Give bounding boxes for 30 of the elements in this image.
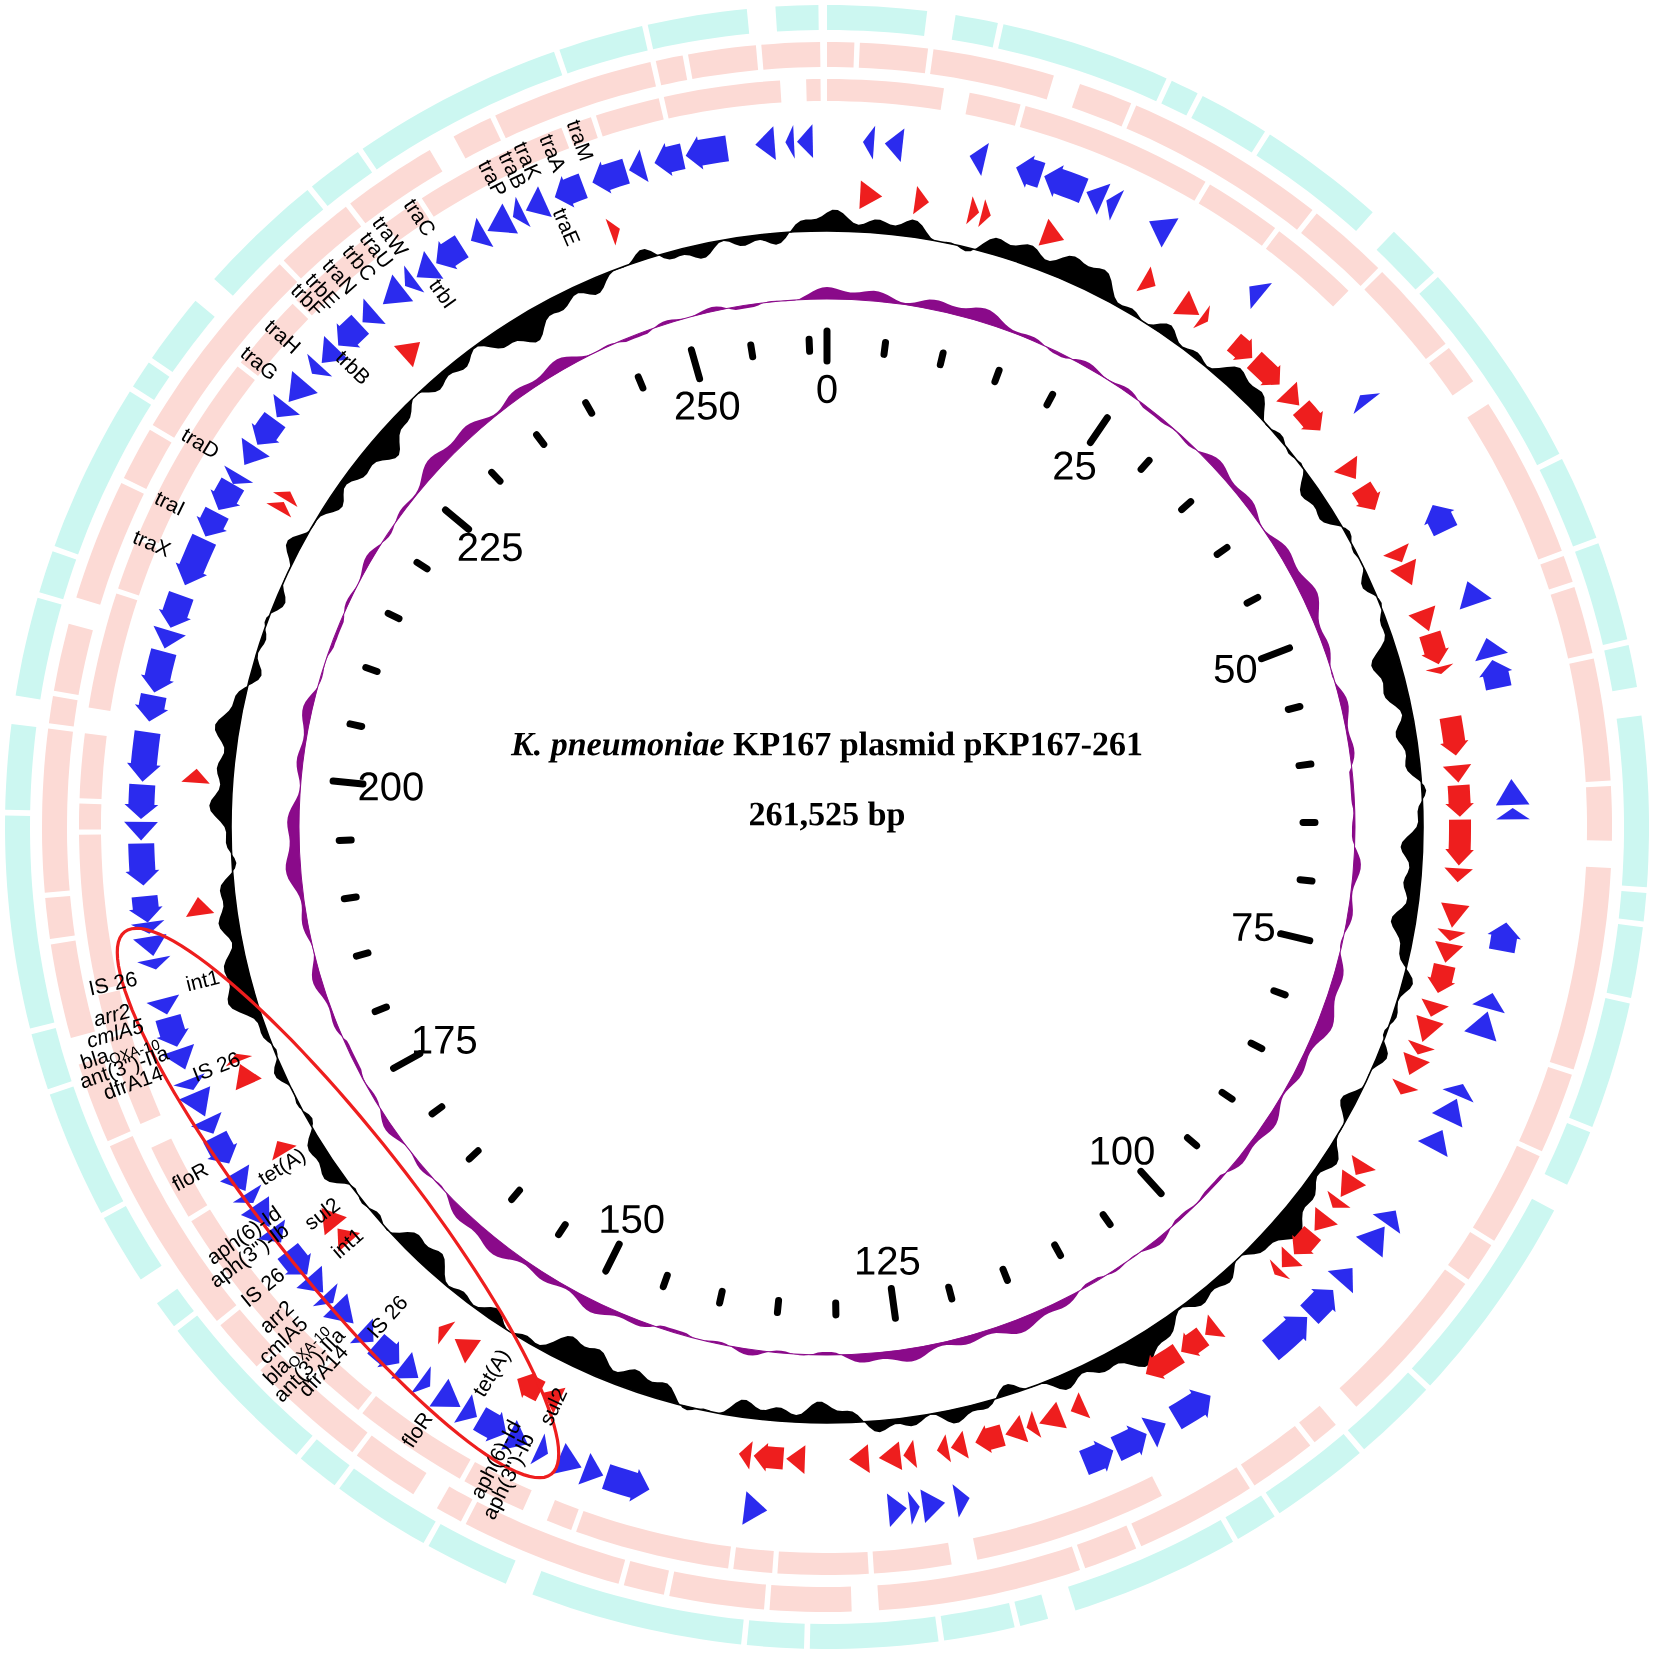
gene-label: int1 [185, 970, 220, 992]
scale-label: 125 [857, 1246, 920, 1275]
gene-label: traX [133, 530, 172, 558]
gene-label: sul2 [542, 1388, 568, 1426]
gene-label: traD [181, 428, 218, 457]
scale-label: 0 [817, 374, 837, 404]
scale-label: 50 [1214, 654, 1257, 683]
scale-label: 100 [1091, 1136, 1154, 1165]
size-label: 261,525 bp [750, 801, 905, 833]
plasmid-title: K. pneumoniae KP167 plasmid pKP167-261 [510, 731, 1142, 763]
gene-label: traI [155, 491, 185, 516]
gene-label: sul2 [306, 1198, 341, 1230]
gene-label: floR [401, 1413, 433, 1448]
scale-label: 75 [1233, 913, 1274, 942]
scale-label: 175 [413, 1026, 476, 1054]
gene-label: IS 26 [89, 971, 137, 996]
scale-label: 225 [458, 532, 522, 562]
gene-label: IS 26 [192, 1052, 240, 1082]
scale-label: 150 [601, 1204, 664, 1234]
gene-label: trbB [336, 350, 370, 384]
scale-label: 25 [1054, 451, 1096, 480]
scale-label: 200 [359, 772, 423, 801]
gene-label: traM [567, 119, 594, 161]
gene-label: traE [553, 207, 581, 247]
gene-label: trbI [429, 279, 457, 309]
gene-label: IS 26 [366, 1295, 407, 1339]
gene-label: int1 [330, 1229, 364, 1259]
gene-label: floR [172, 1163, 209, 1191]
scale-label: 250 [675, 391, 740, 420]
gene-label: traA [540, 133, 565, 174]
